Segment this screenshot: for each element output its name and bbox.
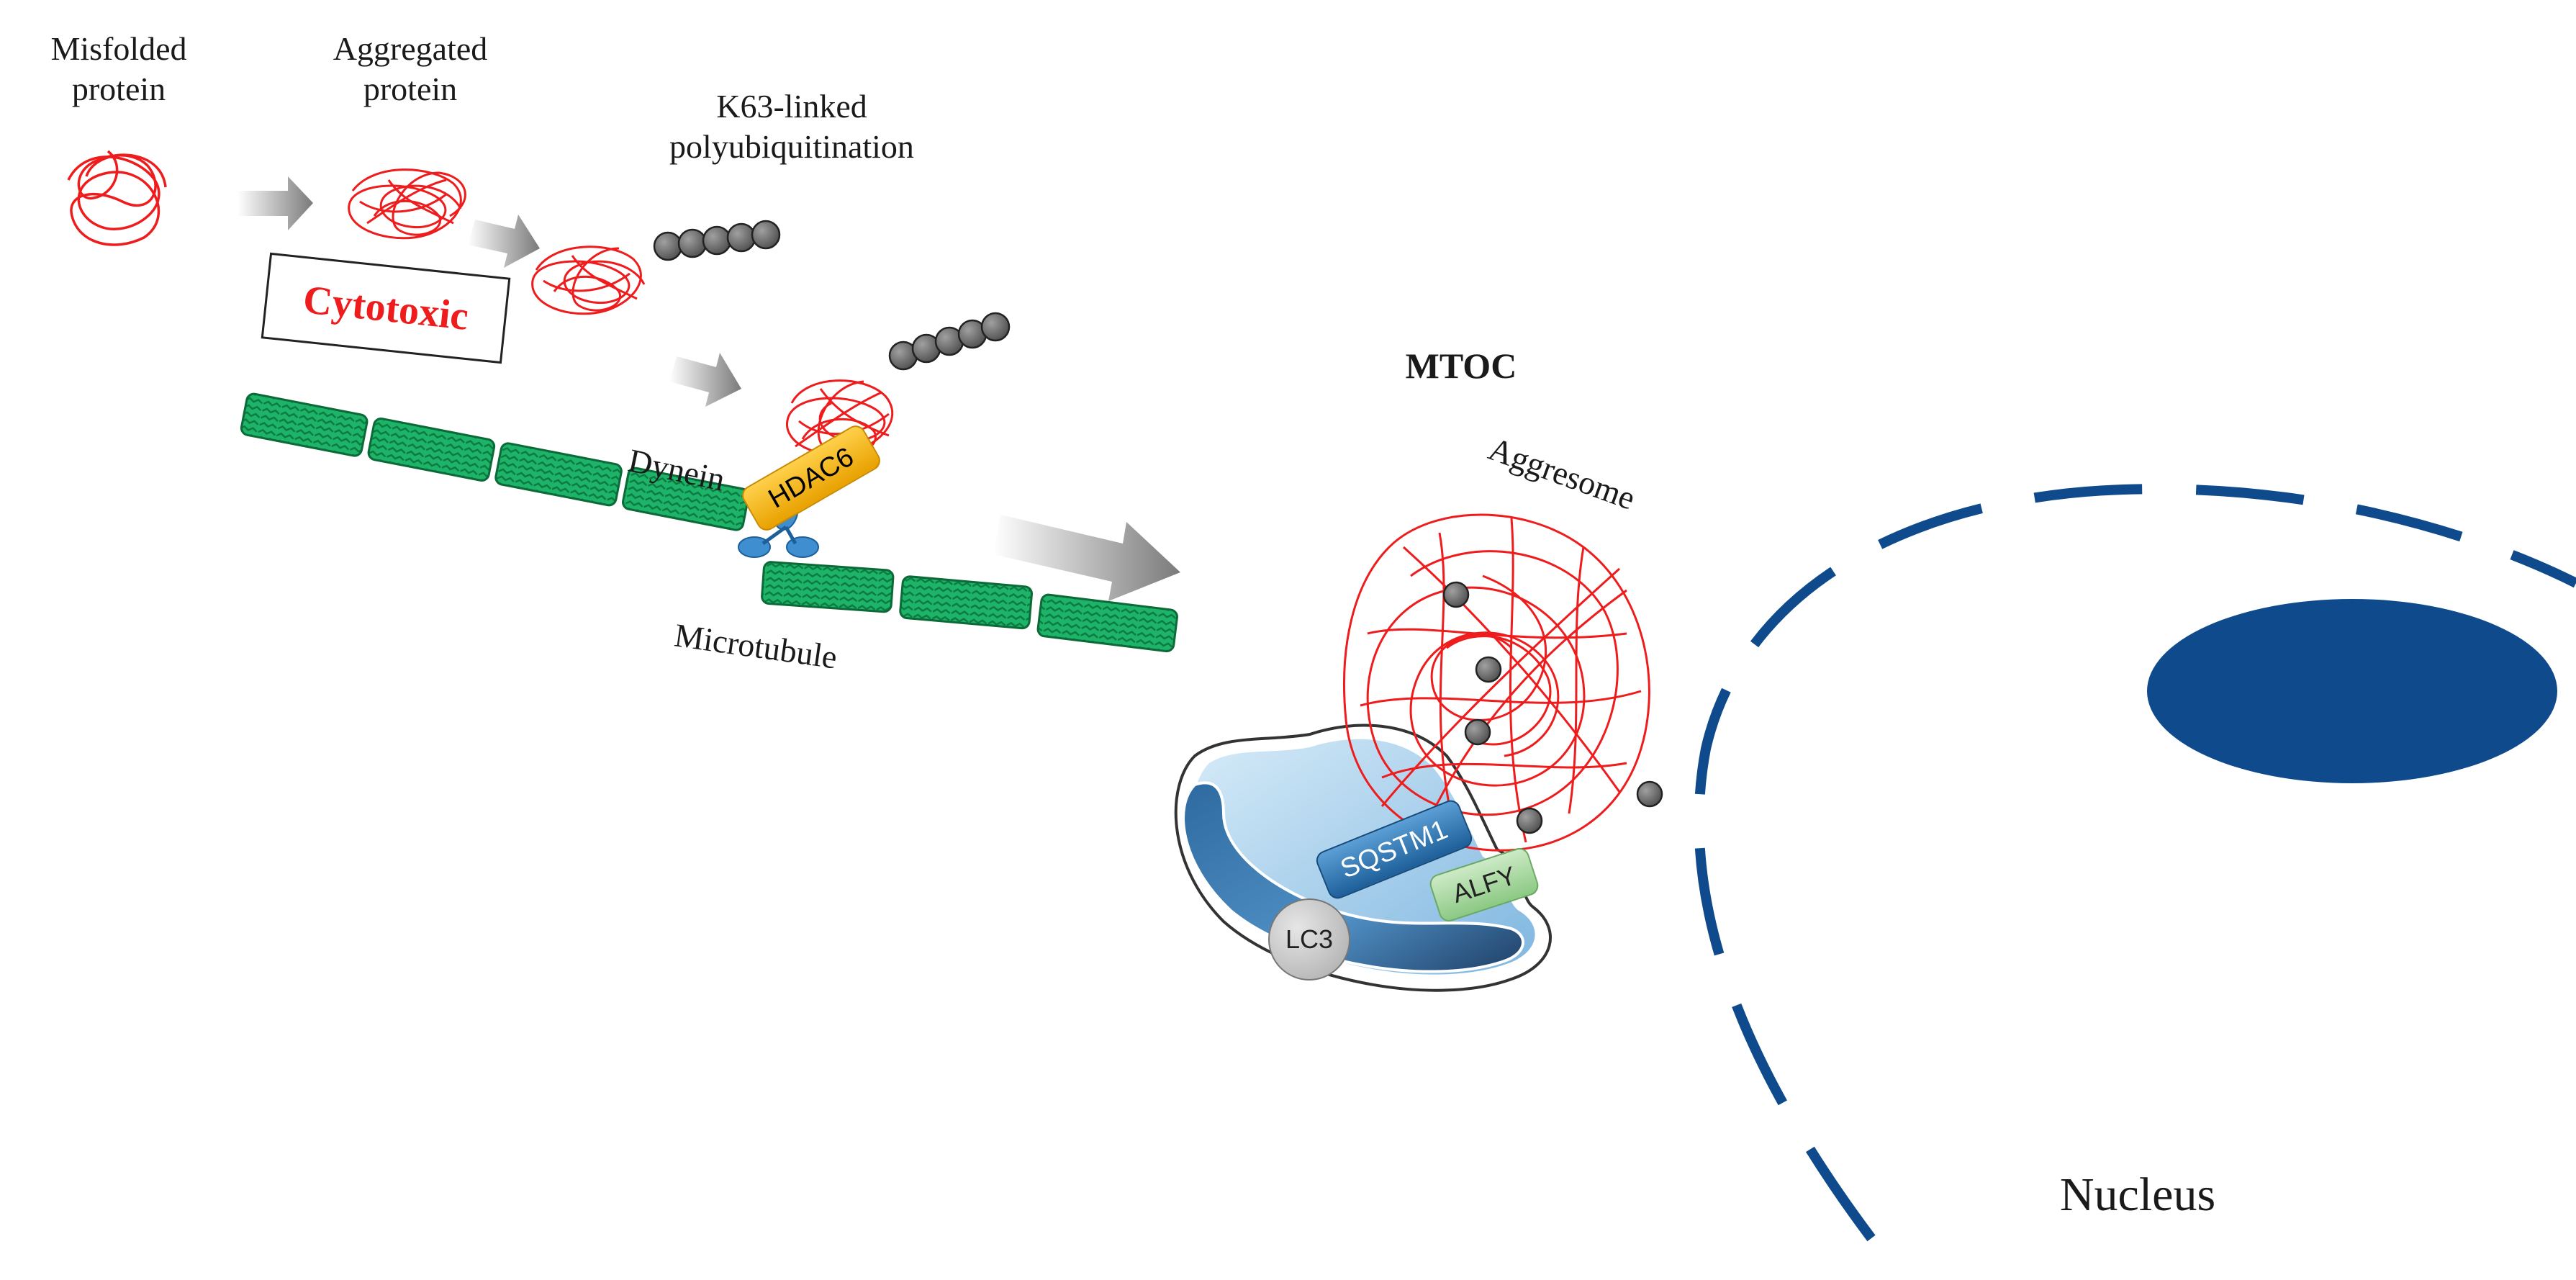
misfolded-line-2: protein [71,71,166,107]
misfolded-protein-icon [67,150,167,246]
aggregated-protein-icon [348,168,466,240]
nucleus-label: Nucleus [2059,1168,2216,1221]
misfolded-protein-label: Misfolded protein [18,29,220,109]
arrow-icon [238,176,313,230]
k63-line-2: polyubiquitination [669,128,914,165]
arrow-icon [669,353,741,407]
k63-line-1: K63-linked [716,88,867,125]
microtubule [240,392,1178,653]
aggregated-line-2: protein [363,71,458,107]
lc3-tag: LC3 [1268,898,1350,981]
nucleus-envelope [1694,484,2576,1242]
aggregated-line-1: Aggregated [333,30,488,67]
aggresome-icon [1343,513,1650,852]
mtoc-label: MTOC [1405,346,1517,386]
ubiquitin-dots [1442,581,1663,834]
aggregated-protein-label: Aggregated protein [302,29,518,109]
hdac6-bound-aggregate-icon [786,312,1011,456]
nucleolus [2147,599,2557,783]
k63-polyubiquitination-label: K63-linked polyubiquitination [605,86,979,167]
transport-arrow-icon [993,515,1180,601]
cytotoxic-label: Cytotoxic [301,277,471,339]
arrow-icon [468,215,540,268]
misfolded-line-1: Misfolded [50,30,187,67]
ubiquitinated-aggregate-icon [531,220,781,315]
